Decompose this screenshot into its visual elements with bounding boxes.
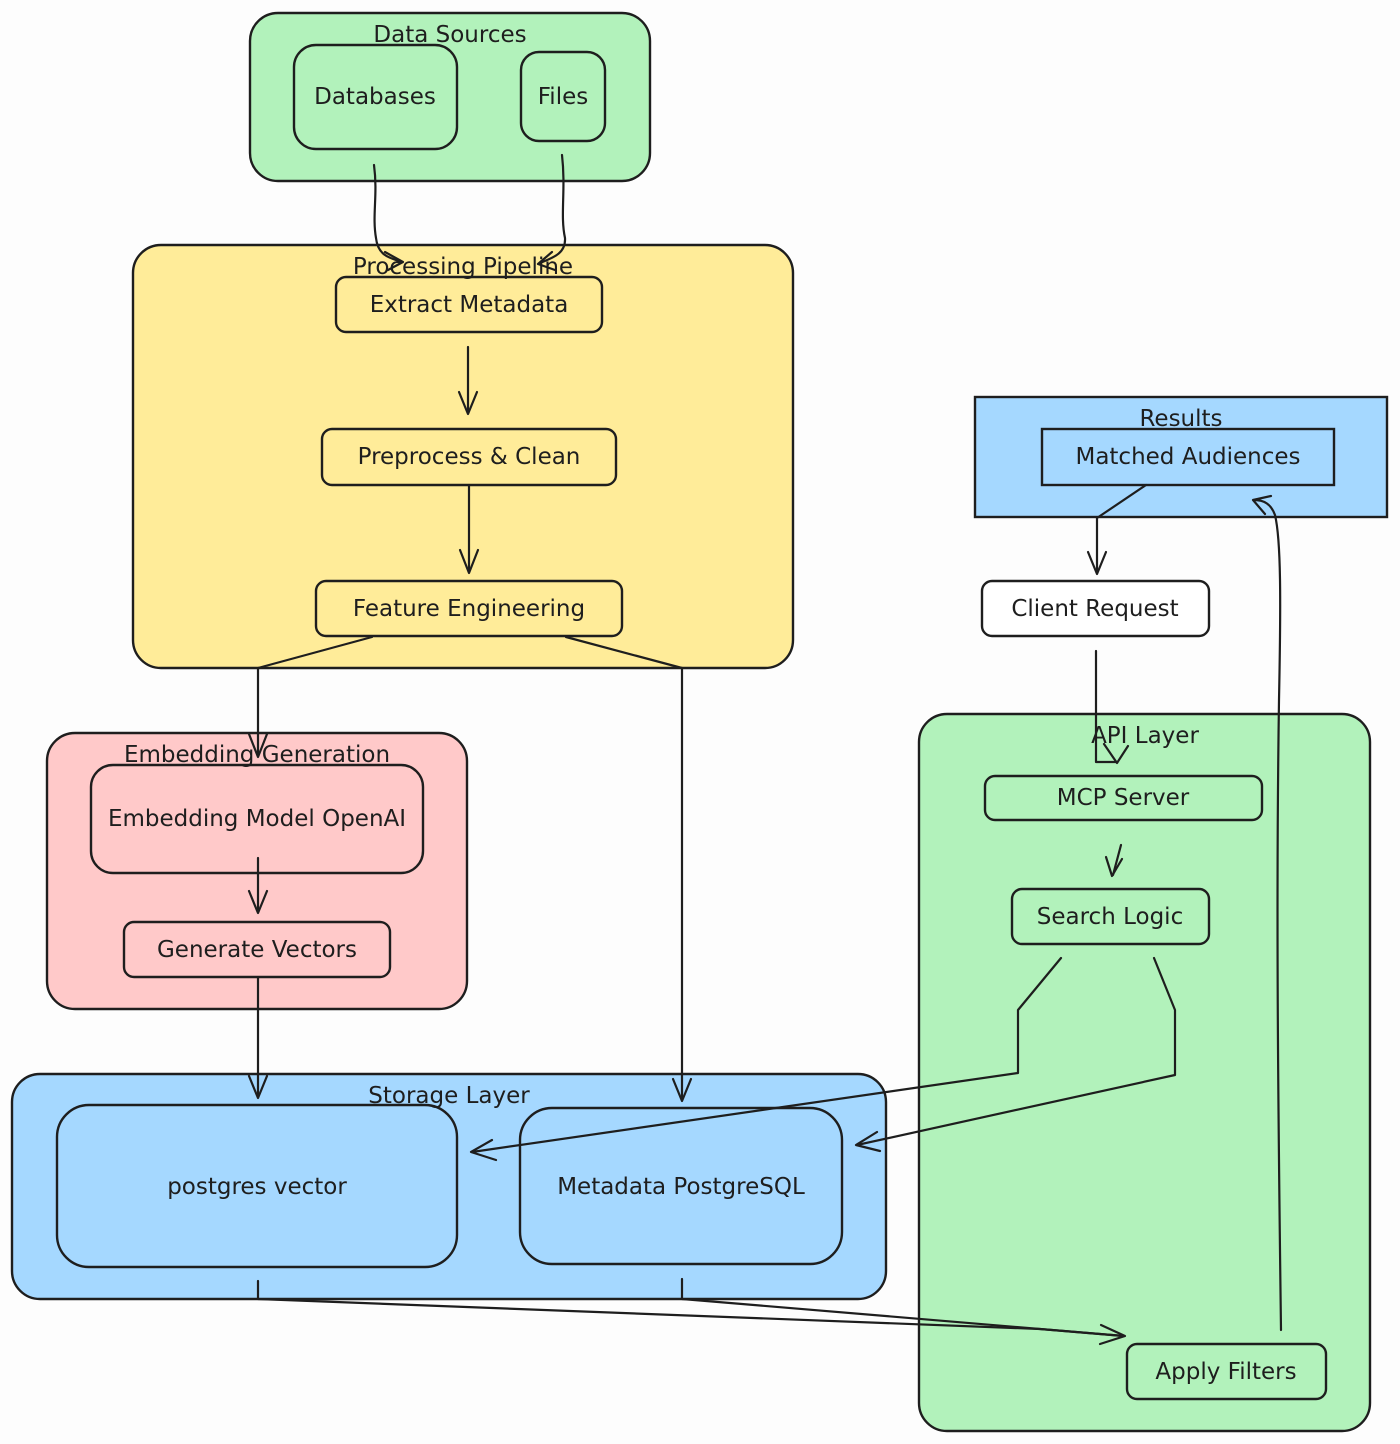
node-files[interactable] bbox=[519, 50, 607, 143]
edge-filters-matched bbox=[1252, 498, 1283, 1332]
node-label-feature-engineering: Feature Engineering bbox=[353, 596, 585, 622]
arrowhead-preprocess-feature bbox=[458, 548, 480, 575]
arrowhead-matched-client bbox=[1086, 550, 1108, 576]
node-mcp-server[interactable] bbox=[983, 774, 1264, 822]
node-generate-vectors[interactable] bbox=[122, 920, 392, 979]
node-label-embedding-model: Embedding Model OpenAI bbox=[108, 806, 406, 832]
edge-files-extract bbox=[538, 153, 567, 265]
group-title-embedding-generation: Embedding Generation bbox=[124, 742, 390, 768]
group-title-api-layer: API Layer bbox=[1091, 723, 1199, 749]
node-label-mcp-server: MCP Server bbox=[1057, 785, 1190, 811]
edge-matched-client bbox=[1095, 483, 1148, 575]
arrowhead-databases-extract bbox=[383, 250, 405, 272]
arrowhead-files-extract bbox=[536, 250, 557, 272]
edge-client-mcp bbox=[1094, 649, 1118, 764]
node-postgres-vector[interactable] bbox=[55, 1103, 459, 1269]
node-client-request[interactable] bbox=[980, 579, 1211, 638]
node-search-logic[interactable] bbox=[1010, 887, 1211, 946]
node-label-extract-metadata: Extract Metadata bbox=[370, 292, 569, 318]
edge-search-postgres bbox=[470, 956, 1063, 1154]
node-label-matched-audiences: Matched Audiences bbox=[1075, 444, 1300, 470]
node-feature-engineering[interactable] bbox=[314, 579, 624, 638]
arrowhead-embedding-generate bbox=[247, 889, 269, 915]
group-title-storage-layer: Storage Layer bbox=[368, 1083, 530, 1109]
node-label-files: Files bbox=[538, 84, 588, 110]
group-title-results: Results bbox=[1139, 406, 1222, 432]
arrowhead-to-filters bbox=[1098, 1323, 1127, 1346]
node-label-databases: Databases bbox=[314, 84, 436, 110]
arrowhead-mcp-search bbox=[1104, 855, 1124, 878]
node-apply-filters[interactable] bbox=[1125, 1342, 1328, 1401]
node-label-client-request: Client Request bbox=[1011, 596, 1178, 622]
node-databases[interactable] bbox=[292, 43, 459, 151]
arrowhead-generate-postgres bbox=[247, 1074, 269, 1100]
arrowhead-extract-preprocess bbox=[457, 390, 479, 416]
node-extract-metadata[interactable] bbox=[334, 275, 604, 334]
node-label-generate-vectors: Generate Vectors bbox=[157, 937, 357, 963]
arrowhead-feature-metadata bbox=[671, 1077, 693, 1103]
group-title-processing-pipeline: Processing Pipeline bbox=[353, 254, 573, 280]
edge-databases-extract bbox=[372, 163, 404, 264]
edge-search-metadata bbox=[855, 956, 1177, 1147]
group-title-data-sources: Data Sources bbox=[373, 22, 526, 48]
node-label-apply-filters: Apply Filters bbox=[1155, 1359, 1296, 1385]
edge-feature-embedding bbox=[256, 635, 374, 757]
arrowhead-search-metadata bbox=[854, 1130, 882, 1153]
node-label-search-logic: Search Logic bbox=[1037, 904, 1183, 930]
edge-metadata-filters bbox=[680, 1277, 1126, 1338]
edge-feature-metadata bbox=[564, 635, 684, 1102]
node-label-postgres-vector: postgres vector bbox=[167, 1174, 347, 1200]
arrowhead-search-postgres bbox=[469, 1138, 498, 1162]
node-matched-audiences[interactable] bbox=[1040, 427, 1336, 487]
node-metadata-postgresql[interactable] bbox=[518, 1106, 844, 1266]
node-label-metadata-postgresql: Metadata PostgreSQL bbox=[557, 1174, 805, 1200]
arrowhead-filters-matched bbox=[1251, 494, 1273, 516]
node-label-preprocess-clean: Preprocess & Clean bbox=[358, 444, 581, 470]
arrowhead-feature-embedding bbox=[247, 732, 269, 759]
arrowhead-client-mcp bbox=[1102, 742, 1130, 765]
